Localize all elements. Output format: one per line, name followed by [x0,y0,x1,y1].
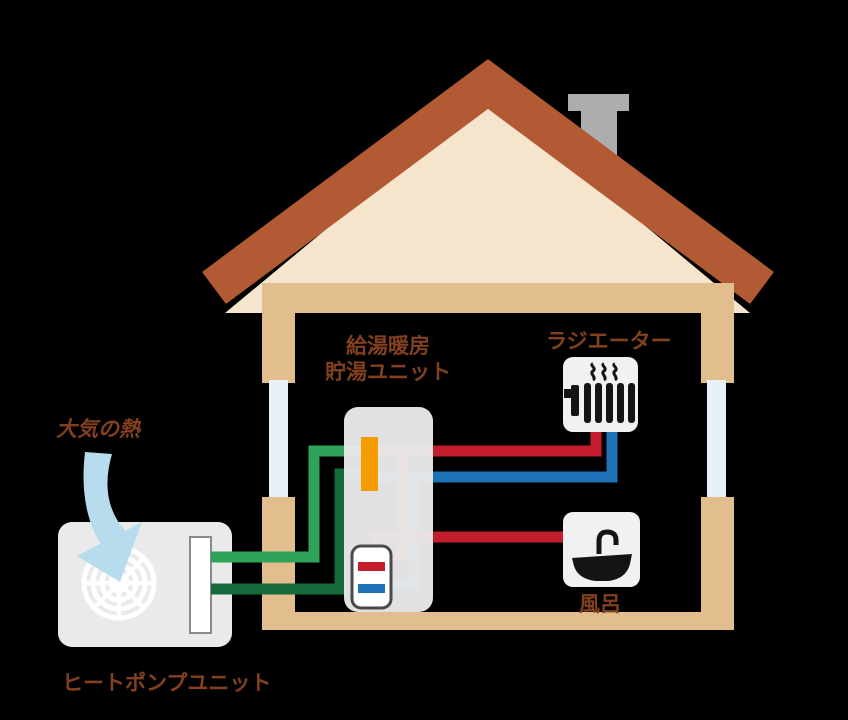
left-window [269,380,288,498]
tank-unit-label: 給湯暖房 貯湯ユニット [308,333,468,385]
connection-panel [189,536,212,634]
eaves-beam [266,283,712,313]
pipe-red-radiator-supply [377,432,602,457]
chimney-cap [568,94,629,111]
pipe-green-supply [211,445,362,563]
air-arrow-head [77,522,142,582]
heat-exchanger [361,437,378,491]
air-heat-label: 大気の熱 [56,417,140,441]
right-window [707,380,726,498]
bath [563,512,640,587]
tank-cold-stripe [358,584,385,593]
air-arrow-shaft [83,452,127,549]
outdoor-unit-label: ヒートポンプユニット [62,671,272,695]
air-arrow-icon [77,452,142,582]
radiator-label: ラジエーター [546,329,672,353]
roof [202,59,774,305]
storage-tank [350,544,393,610]
right-post-top [701,283,734,383]
gable [225,95,750,313]
tank-unit-label-line1: 給湯暖房 [346,334,430,358]
pipe-blue-radiator-return [377,432,618,483]
house-frame [262,283,734,630]
tank-hot-stripe [358,562,385,571]
radiator-icon [564,362,635,423]
radiator [563,357,638,432]
bathtub-icon [572,529,632,581]
floor [262,612,734,630]
left-post-top [262,283,295,383]
tank-unit [344,407,433,612]
bath-label: 風呂 [579,592,621,616]
outdoor-unit [58,522,232,647]
right-post-bottom [701,497,734,613]
tank-unit-label-line2: 貯湯ユニット [325,360,451,384]
